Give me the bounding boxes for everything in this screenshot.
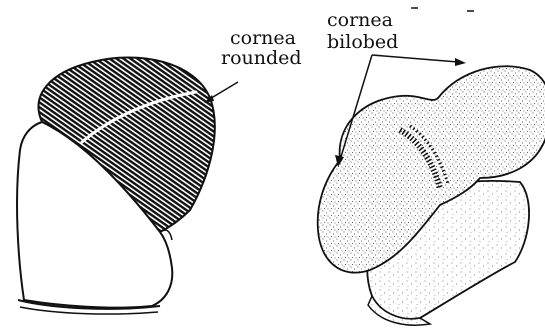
rounded-cornea-eye	[17, 58, 215, 315]
rounded-label-line1: cornea	[230, 28, 296, 48]
bilobed-label-line1: cornea	[327, 10, 393, 30]
bilobed-cornea-eye	[318, 66, 545, 325]
rounded-cornea-arrow	[204, 82, 238, 103]
bilobed-label-line2: bilobed	[327, 32, 398, 52]
rounded-label-line2: rounded	[221, 48, 302, 68]
